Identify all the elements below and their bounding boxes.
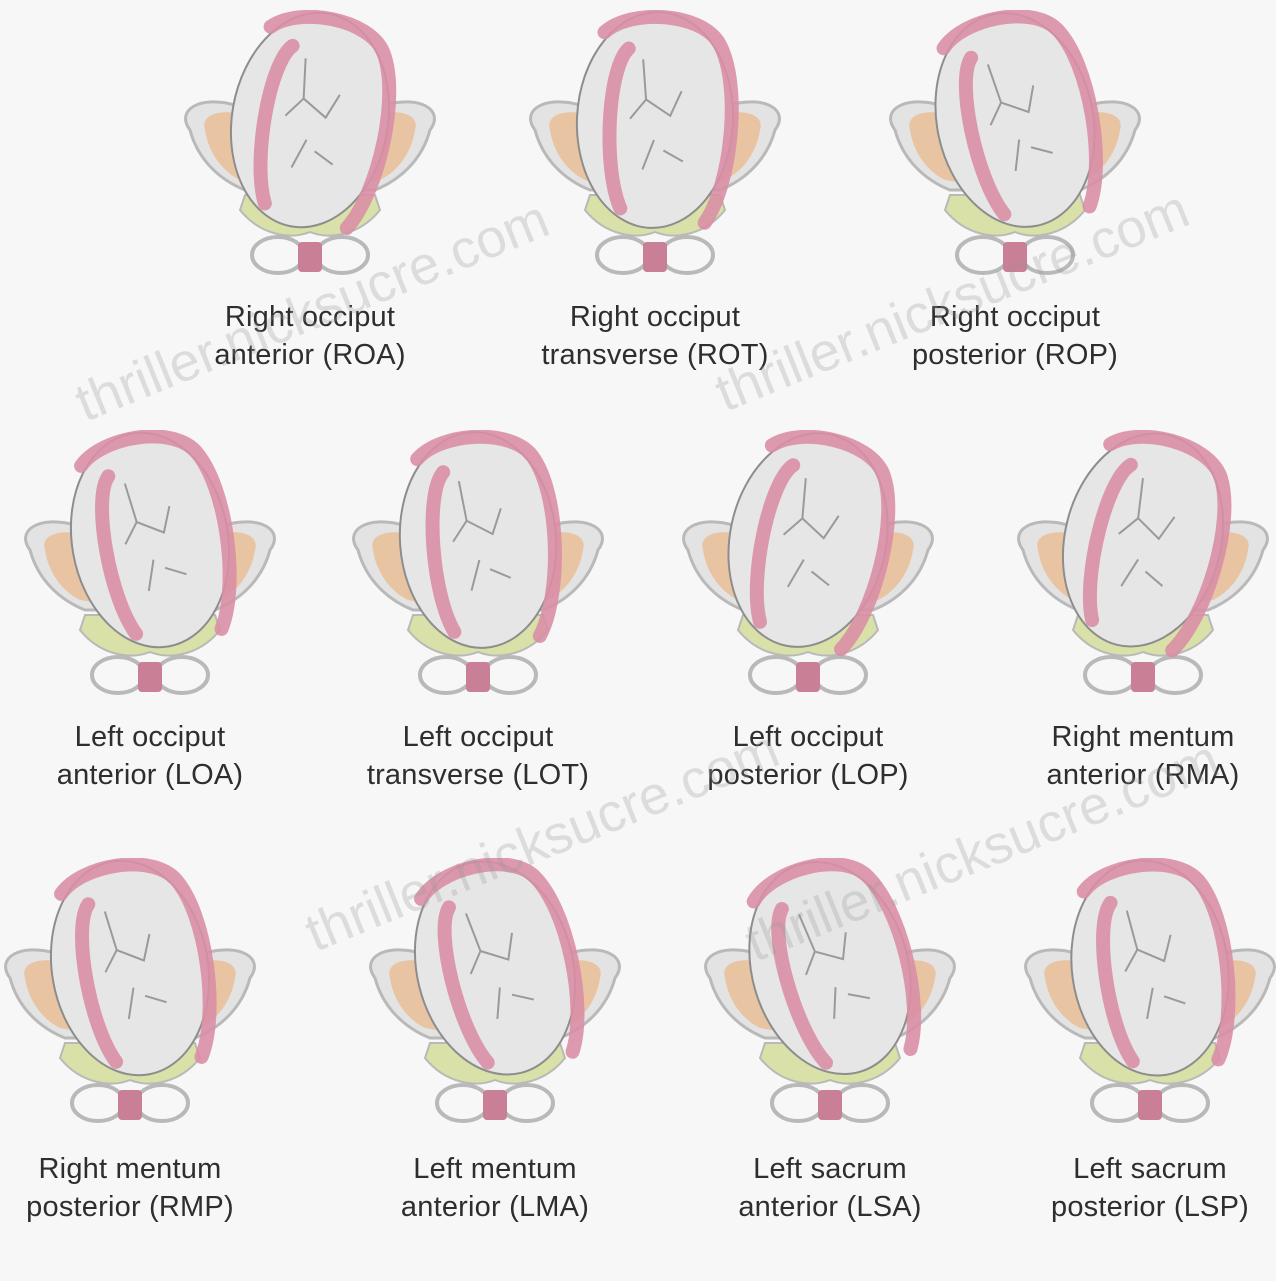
fetus-group xyxy=(725,858,934,1093)
coccyx xyxy=(118,1090,142,1120)
obturator-right xyxy=(484,657,536,693)
obturator-right xyxy=(1149,657,1201,693)
obturator-left xyxy=(1092,1085,1144,1121)
coccyx xyxy=(796,662,820,692)
coccyx xyxy=(483,1090,507,1120)
obturator-right xyxy=(661,237,713,273)
obturator-right xyxy=(136,1085,188,1121)
pelvis-illustration xyxy=(1000,858,1276,1158)
obturator-left xyxy=(597,237,649,273)
obturator-right xyxy=(836,1085,888,1121)
obturator-left xyxy=(72,1085,124,1121)
pelvis-illustration xyxy=(345,858,645,1158)
coccyx xyxy=(1003,242,1027,272)
pelvis-illustration xyxy=(0,858,280,1158)
obturator-left xyxy=(420,657,472,693)
coccyx xyxy=(138,662,162,692)
pelvis-illustration xyxy=(505,10,805,310)
obturator-left xyxy=(1085,657,1137,693)
fetus-group xyxy=(393,858,597,1092)
obturator-right xyxy=(501,1085,553,1121)
coccyx xyxy=(1131,662,1155,692)
obturator-left xyxy=(92,657,144,693)
obturator-right xyxy=(1021,237,1073,273)
position-cell-lsp: Left sacrumposterior (LSP) xyxy=(1000,858,1276,1278)
fetus-group xyxy=(1041,430,1245,664)
obturator-left xyxy=(437,1085,489,1121)
pelvis-illustration xyxy=(160,10,460,310)
coccyx xyxy=(643,242,667,272)
obturator-left xyxy=(252,237,304,273)
coccyx xyxy=(466,662,490,692)
coccyx xyxy=(818,1090,842,1120)
obturator-right xyxy=(156,657,208,693)
pelvis-illustration xyxy=(658,430,958,730)
coccyx xyxy=(298,242,322,272)
position-label: Right occiputanterior (ROA) xyxy=(160,298,460,374)
pelvis-illustration xyxy=(0,430,300,730)
pelvis-illustration xyxy=(328,430,628,730)
obturator-right xyxy=(1156,1085,1208,1121)
pelvis-illustration xyxy=(680,858,980,1158)
pelvis-illustration xyxy=(865,10,1165,310)
coccyx xyxy=(1138,1090,1162,1120)
obturator-right xyxy=(316,237,368,273)
obturator-left xyxy=(957,237,1009,273)
obturator-right xyxy=(814,657,866,693)
obturator-left xyxy=(750,657,802,693)
obturator-left xyxy=(772,1085,824,1121)
pelvis-illustration xyxy=(993,430,1276,730)
